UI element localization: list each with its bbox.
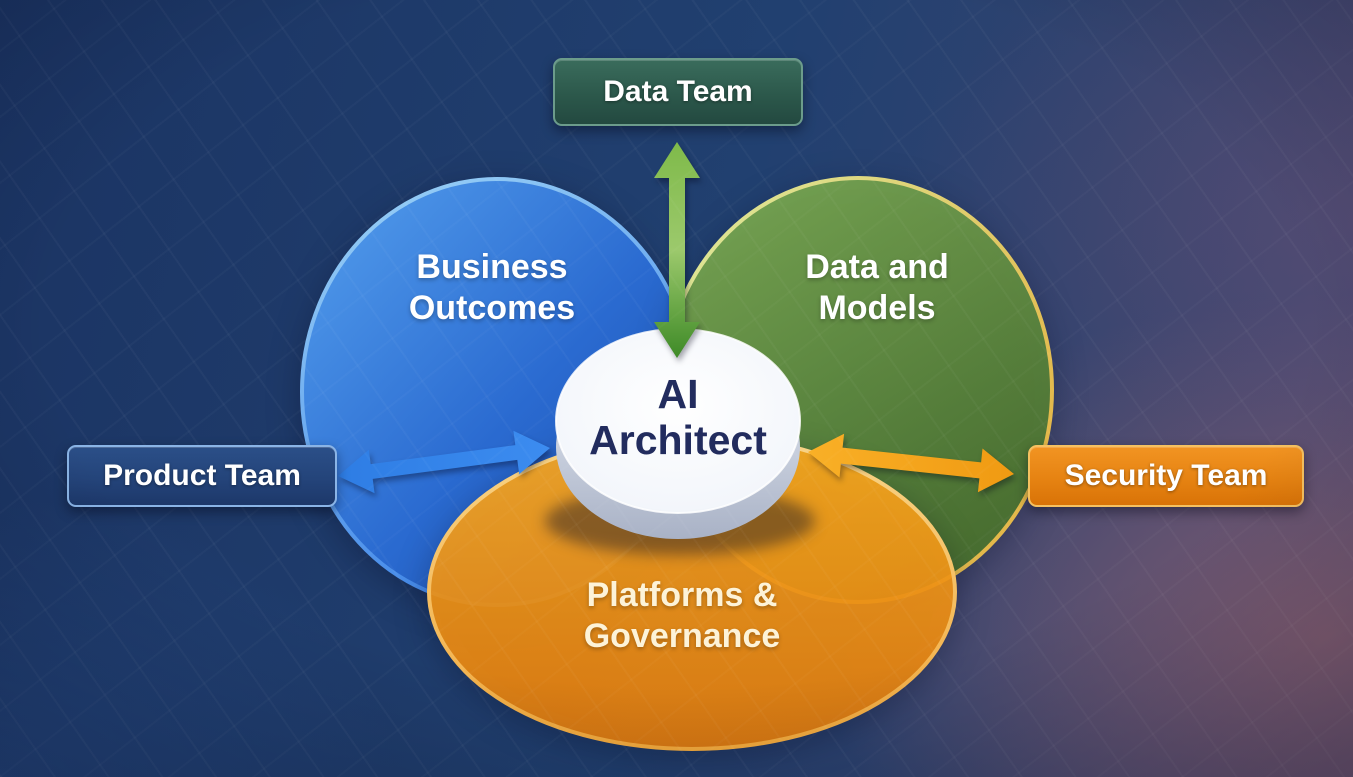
- circle-label-platforms-governance: Platforms & Governance: [583, 576, 781, 656]
- ai-architect-disc: [545, 328, 815, 555]
- double-arrow-product-team-icon: [338, 430, 550, 494]
- data-team-label: Data Team: [603, 75, 753, 108]
- double-arrow-security-team-icon: [808, 433, 1014, 493]
- security-team-label: Security Team: [1064, 459, 1268, 492]
- data-team-box: Data Team: [553, 58, 803, 126]
- security-team-box: Security Team: [1028, 445, 1304, 507]
- center-disc-label: AI Architect: [589, 371, 767, 463]
- double-arrow-data-team-icon: [654, 142, 700, 358]
- product-team-box: Product Team: [67, 445, 337, 507]
- product-team-label: Product Team: [103, 459, 301, 492]
- circle-label-data-and-models: Data and Models: [805, 248, 949, 328]
- circle-label-business-outcomes: Business Outcomes: [408, 248, 576, 328]
